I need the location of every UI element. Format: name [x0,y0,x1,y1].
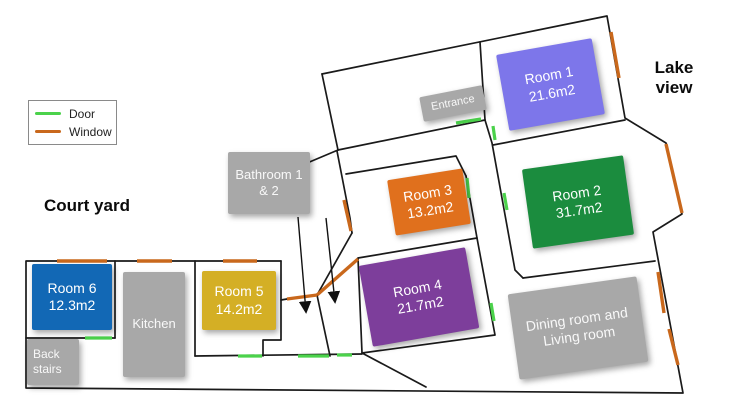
bathroom-box: Bathroom 1 & 2 [228,152,310,214]
entrance-label: Entrance [430,92,476,113]
legend-window-label: Window [69,124,112,139]
bathroom-label: Bathroom 1 & 2 [235,166,303,198]
room-6-area: 12.3m2 [48,297,96,313]
legend-row-window: Window [35,125,116,139]
room-6-box: Room 6 12.3m2 [32,264,112,330]
court-yard-label: Court yard [44,196,130,215]
door-swatch-icon [35,112,61,115]
bathroom-arrows [297,216,341,314]
window-swatch-icon [35,130,61,133]
room-5-area: 14.2m2 [215,300,263,317]
room-5-box: Room 5 14.2m2 [202,271,276,330]
room-2-box: Room 2 31.7m2 [521,155,635,249]
window-marks [57,31,684,366]
interior-walls-upper [337,41,656,279]
kitchen-box: Kitchen [123,272,185,377]
back-stairs-label: Back stairs [33,347,62,376]
kitchen-label: Kitchen [132,316,176,332]
room-6-name: Room 6 [47,279,97,296]
dining-living-label: Dining room and Living room [524,303,629,349]
door-marks [85,117,509,358]
room-3-box: Room 3 13.2m2 [387,168,471,236]
room-5-name: Room 5 [214,283,264,299]
legend-door-label: Door [69,106,96,121]
legend: Door Window [28,100,117,145]
lake-view-label: Lake view [654,58,694,97]
back-stairs-box: Back stairs [27,339,79,385]
dining-living-box: Dining room and Living room [507,276,649,380]
legend-row-door: Door [35,107,116,121]
